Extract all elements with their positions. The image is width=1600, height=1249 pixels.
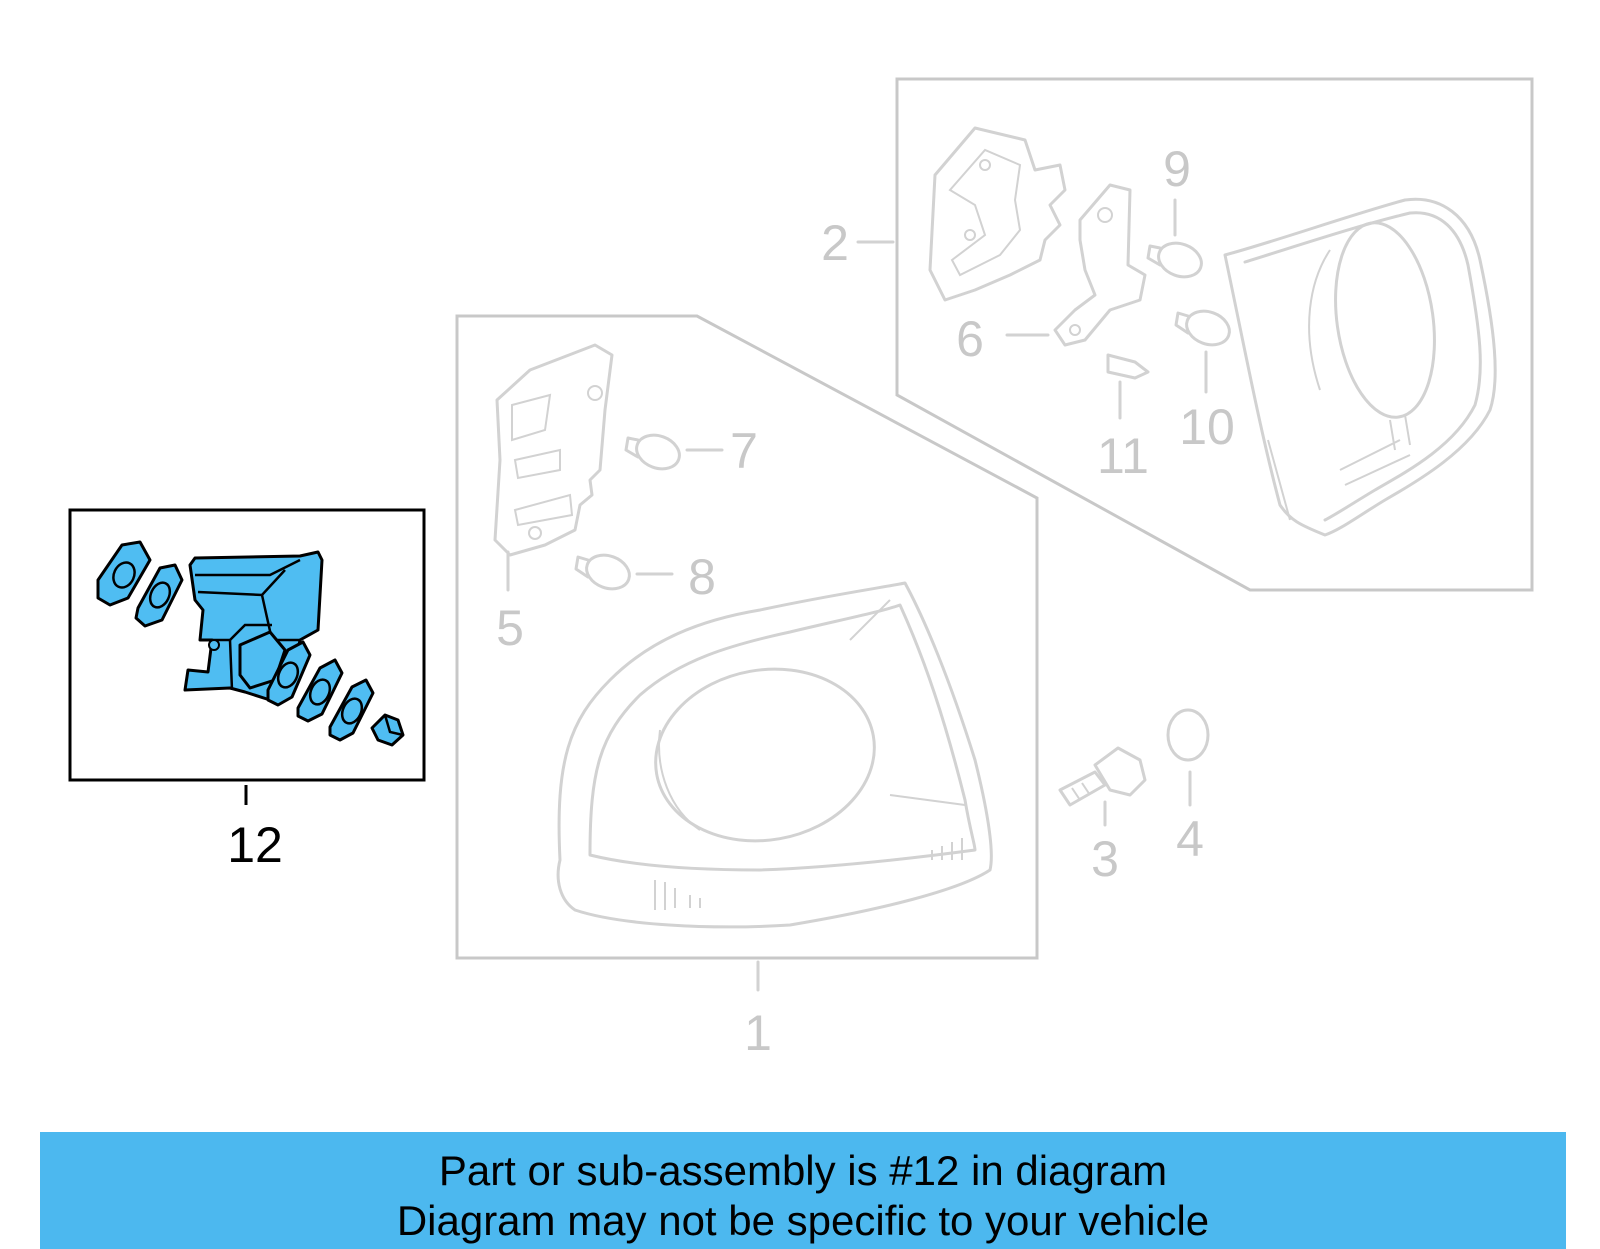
bolt-part-3 bbox=[1058, 746, 1147, 827]
callout-9: 9 bbox=[1163, 141, 1191, 197]
gasket-highlight-a bbox=[96, 540, 152, 607]
callout-8: 8 bbox=[688, 549, 716, 605]
outer-lamp-lens bbox=[556, 581, 993, 929]
callout-4: 4 bbox=[1176, 811, 1204, 867]
outer-lamp-group bbox=[455, 314, 1039, 992]
banner-line-1: Part or sub-assembly is #12 in diagram bbox=[438, 1147, 1168, 1194]
callout-7: 7 bbox=[730, 423, 758, 479]
callout-5: 5 bbox=[496, 600, 524, 656]
callout-3: 3 bbox=[1091, 831, 1119, 887]
gasket-highlight-d bbox=[296, 658, 344, 723]
gasket-highlight-e bbox=[328, 678, 375, 742]
inner-lamp-housing bbox=[1223, 197, 1497, 537]
gasket-part-5 bbox=[493, 343, 614, 557]
bulb-part-11 bbox=[1106, 353, 1150, 380]
bulb-part-9 bbox=[1146, 241, 1203, 279]
clip-part-4 bbox=[1166, 708, 1210, 807]
socket-plate-part-6 bbox=[1053, 183, 1147, 347]
bulb-part-10 bbox=[1174, 309, 1231, 347]
callout-1: 1 bbox=[744, 1005, 772, 1061]
bulb-part-7 bbox=[624, 433, 681, 471]
callout-12: 12 bbox=[227, 817, 283, 873]
callout-10: 10 bbox=[1179, 399, 1235, 455]
callout-2: 2 bbox=[821, 215, 849, 271]
clip-highlight bbox=[370, 713, 405, 747]
gasket-highlight-b bbox=[134, 563, 184, 628]
inner-lamp-group bbox=[856, 77, 1534, 592]
info-banner: Part or sub-assembly is #12 in diagram D… bbox=[40, 1132, 1566, 1249]
inner-lamp-box bbox=[895, 77, 1534, 592]
bulb-part-8 bbox=[574, 553, 631, 591]
callout-11: 11 bbox=[1097, 428, 1149, 484]
subassembly-12-box bbox=[68, 508, 426, 782]
gasket-highlight-c bbox=[266, 640, 312, 707]
callout-6: 6 bbox=[956, 311, 984, 367]
subassembly-12-group bbox=[68, 508, 426, 805]
gasket-part-2 bbox=[928, 126, 1067, 302]
outer-lamp-box bbox=[455, 314, 1039, 960]
banner-line-2: Diagram may not be specific to your vehi… bbox=[396, 1197, 1210, 1244]
